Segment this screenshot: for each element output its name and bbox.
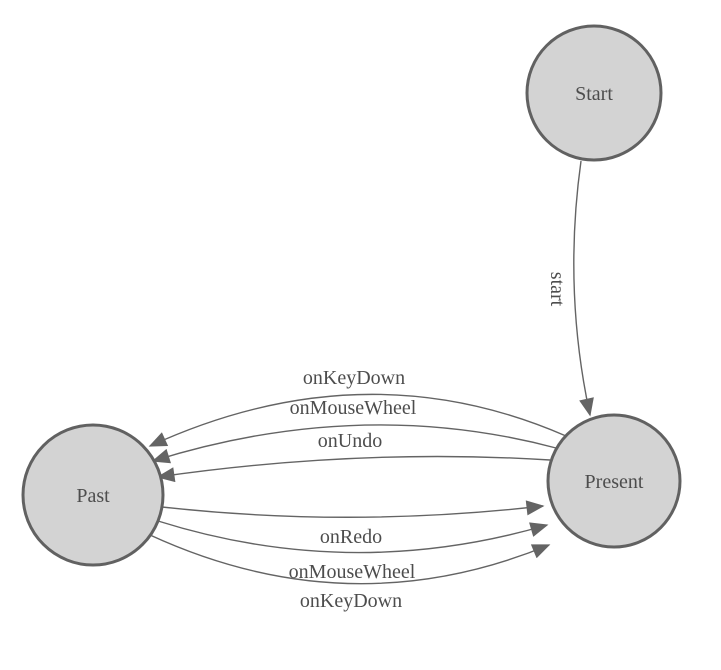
state-node-past[interactable]: Past bbox=[21, 423, 165, 567]
edge-label-onkeydown-bottom: onKeyDown bbox=[300, 590, 402, 612]
state-circle-start[interactable] bbox=[525, 24, 663, 162]
state-circle-past[interactable] bbox=[21, 423, 165, 567]
edge-label-start: start bbox=[546, 272, 568, 307]
state-label-start: Start bbox=[575, 83, 613, 105]
state-node-present[interactable]: Present bbox=[546, 413, 682, 549]
edge-label-onundo: onUndo bbox=[318, 430, 382, 452]
edge-past-to-present-onmousewheel[interactable] bbox=[157, 520, 549, 554]
state-label-past: Past bbox=[76, 485, 110, 507]
edge-label-onmousewheel-bottom: onMouseWheel bbox=[289, 561, 416, 583]
edge-label-onkeydown-top: onKeyDown bbox=[303, 367, 405, 389]
edge-label-onmousewheel-top: onMouseWheel bbox=[290, 397, 417, 419]
edge-past-to-present-onkeydown[interactable] bbox=[149, 534, 551, 585]
state-circle-present[interactable] bbox=[546, 413, 682, 549]
edge-label-onredo: onRedo bbox=[320, 526, 382, 548]
edge-start-to-present[interactable] bbox=[573, 160, 594, 417]
edge-present-to-past-onundo[interactable] bbox=[156, 455, 551, 483]
state-label-present: Present bbox=[585, 471, 644, 493]
state-node-start[interactable]: Start bbox=[525, 24, 663, 162]
edge-present-to-past-onkeydown[interactable] bbox=[148, 393, 567, 447]
edge-present-to-past-onmousewheel[interactable] bbox=[151, 424, 557, 464]
edge-past-to-present-onredo[interactable] bbox=[161, 500, 545, 518]
